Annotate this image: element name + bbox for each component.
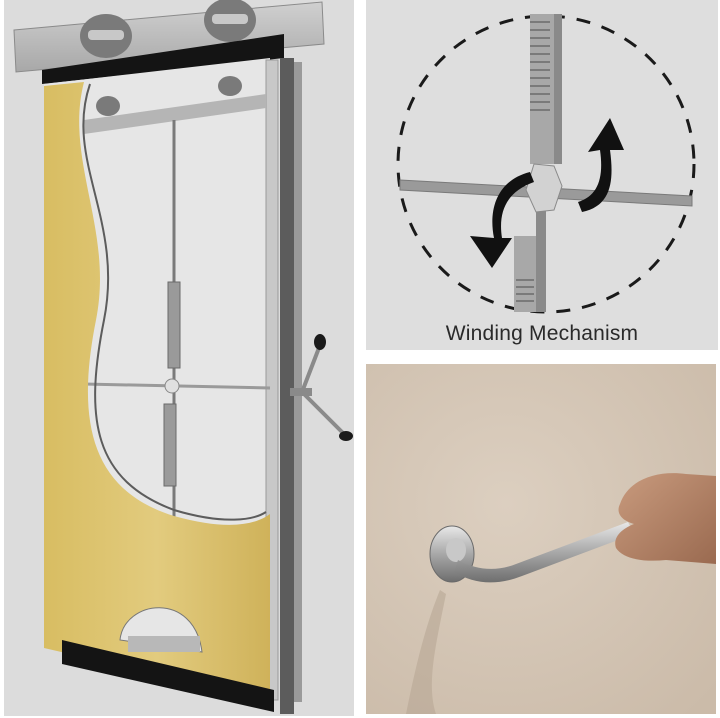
door-cutaway-illustration — [13, 0, 353, 714]
handle-photo-panel — [366, 364, 716, 714]
hand-icon — [615, 473, 716, 564]
crank-handle-photo — [366, 364, 716, 714]
winding-mechanism-panel: Winding Mechanism — [366, 0, 718, 350]
dashed-circle — [396, 14, 696, 314]
winding-handle-icon — [290, 334, 353, 441]
rotation-arrow-icon — [470, 118, 624, 268]
roller-icon — [80, 0, 256, 58]
wood-door-panel — [44, 82, 270, 700]
crank-handle-icon — [454, 522, 634, 583]
caption-winding-mechanism: Winding Mechanism — [445, 322, 639, 345]
winding-mechanism-diagram — [396, 14, 696, 314]
door-cutaway-panel — [4, 0, 354, 716]
